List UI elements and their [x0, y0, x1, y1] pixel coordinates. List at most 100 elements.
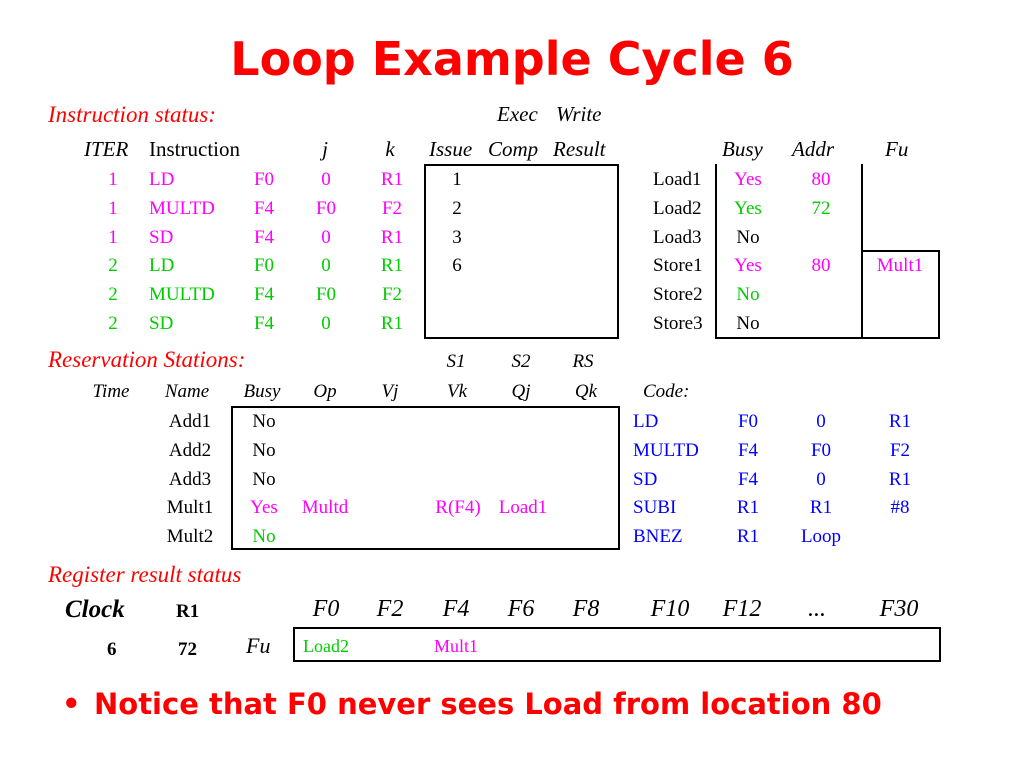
name-header: Name	[164, 381, 210, 402]
rs-name: Add2	[168, 439, 212, 461]
reservation-stations-label: Reservation Stations:	[48, 347, 246, 372]
register-header: F8	[572, 596, 600, 622]
code-op: SUBI	[633, 497, 677, 519]
inst-issue: 1	[452, 169, 462, 190]
rs-name: Mult2	[166, 526, 214, 548]
addr-header: Addr	[792, 137, 834, 161]
rs-busy: No	[252, 411, 276, 432]
clock-value: 6	[107, 639, 117, 660]
qk-header: Qk	[574, 381, 598, 402]
inst-dest: F4	[253, 197, 275, 219]
code-arg2: F0	[810, 439, 832, 461]
code-arg3: F2	[889, 439, 911, 461]
op-header: Op	[313, 381, 337, 402]
buffer-name: Store3	[653, 313, 703, 334]
buffer-busy: No	[736, 226, 760, 248]
inst-k: R1	[380, 169, 404, 190]
rs-busy: No	[252, 526, 276, 548]
fu-header: Fu	[885, 137, 909, 161]
inst-k: R1	[380, 313, 404, 334]
buffer-name: Store2	[653, 284, 703, 306]
s2-header: S2	[511, 351, 531, 372]
buffer-name: Load3	[653, 226, 702, 248]
buffer-busy: Yes	[734, 169, 762, 190]
inst-j: F0	[315, 197, 337, 219]
buffer-busy-left-line	[715, 164, 717, 339]
register-status-label: Register result status	[48, 562, 242, 587]
result-header: Result	[553, 137, 606, 161]
write-label: Write	[556, 102, 602, 126]
issue-header: Issue	[429, 137, 473, 161]
inst-dest: F0	[253, 255, 275, 277]
rs-header: RS	[572, 351, 594, 372]
inst-iter: 2	[108, 255, 118, 277]
buffer-name: Load2	[653, 197, 702, 219]
rs-vk: R(F4)	[435, 497, 481, 519]
register-header: F30	[879, 596, 919, 622]
register-header: F2	[376, 596, 404, 622]
inst-k: R1	[380, 226, 404, 248]
register-header: F10	[650, 596, 690, 622]
qj-header: Qj	[511, 381, 531, 402]
inst-op: LD	[149, 255, 175, 277]
buffer-fu: Mult1	[876, 255, 924, 277]
comp-header: Comp	[488, 137, 539, 161]
buffer-addr: 80	[811, 169, 831, 190]
code-arg2: Loop	[800, 526, 842, 548]
iter-header: ITER	[84, 137, 129, 161]
buffer-busy: No	[736, 284, 760, 306]
inst-issue: 6	[452, 255, 462, 277]
rs-qj: Load1	[498, 497, 548, 519]
code-arg3: R1	[888, 411, 912, 432]
buffer-bottom-line	[715, 337, 863, 339]
instruction-status-label: Instruction status:	[48, 102, 217, 127]
inst-dest: F4	[253, 313, 275, 334]
register-fu-value: Load2	[303, 636, 349, 656]
code-arg3: R1	[888, 468, 912, 490]
exec-label: Exec	[497, 102, 538, 126]
code-arg3: #8	[890, 497, 910, 519]
register-header: F12	[722, 596, 762, 622]
code-arg1: F0	[737, 411, 759, 432]
code-label: Code:	[643, 381, 690, 402]
time-header: Time	[92, 381, 130, 402]
k-header: k	[385, 137, 395, 161]
inst-op: LD	[149, 169, 175, 190]
inst-iter: 2	[108, 313, 118, 334]
inst-op: MULTD	[149, 197, 215, 219]
buffer-busy: No	[736, 313, 760, 334]
inst-op: SD	[149, 226, 174, 248]
code-op: BNEZ	[633, 526, 683, 548]
inst-k: R1	[380, 255, 404, 277]
rs-name: Mult1	[166, 497, 214, 519]
code-op: LD	[633, 411, 659, 432]
code-arg1: R1	[736, 526, 760, 548]
busy-header: Busy	[722, 137, 763, 161]
inst-op: SD	[149, 313, 174, 334]
inst-iter: 2	[108, 284, 118, 306]
fu-row-label: Fu	[246, 633, 271, 658]
code-arg1: R1	[736, 497, 760, 519]
buffer-addr: 72	[811, 197, 831, 219]
code-arg2: 0	[816, 468, 826, 490]
register-fu-value: Mult1	[433, 636, 479, 656]
rs-busy-header: Busy	[243, 381, 281, 402]
inst-iter: 1	[108, 197, 118, 219]
slide-title: Loop Example Cycle 6	[230, 32, 794, 86]
r1-label: R1	[176, 601, 200, 622]
inst-j: F0	[315, 284, 337, 306]
code-arg2: R1	[809, 497, 833, 519]
j-header: j	[322, 137, 328, 161]
s1-header: S1	[446, 351, 466, 372]
inst-op: MULTD	[149, 284, 215, 306]
instruction-header: Instruction	[149, 137, 240, 161]
inst-j: 0	[321, 226, 331, 248]
code-arg2: 0	[816, 411, 826, 432]
bullet-text: Notice that F0 never sees Load from loca…	[94, 687, 882, 721]
inst-j: 0	[321, 169, 331, 190]
buffer-busy: Yes	[734, 255, 762, 277]
inst-dest: F4	[253, 284, 275, 306]
inst-k: F2	[381, 284, 403, 306]
code-op: SD	[633, 468, 658, 490]
bullet-dot: •	[62, 687, 81, 721]
